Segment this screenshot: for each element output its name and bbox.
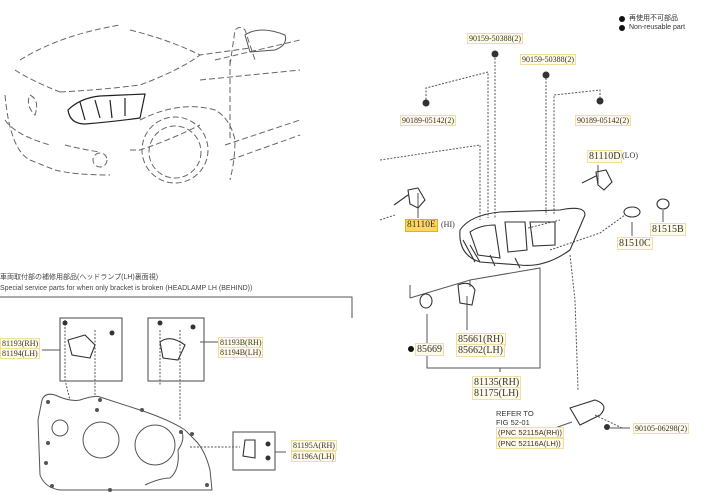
part-label-81110d[interactable]: 81110D [587, 150, 623, 163]
refer-note-line: FIG 52-01 [496, 418, 530, 427]
part-label-81515b[interactable]: 81515B [650, 223, 686, 236]
part-label-85669[interactable]: 85669 [415, 343, 444, 356]
headlamp-back-panel [37, 393, 213, 491]
part-label-81195a-rh[interactable]: 81195A(RH) [291, 440, 337, 451]
legend-item-jp: 再使用不可部品 [619, 14, 685, 23]
part-label-81196a-lh[interactable]: 81196A(LH) [291, 451, 337, 462]
leader-lines [64, 58, 626, 448]
refer-note: REFER TO FIG 52-01 (PNC 52115A(RH)) (PNC… [496, 409, 565, 449]
bulbs [67, 169, 670, 459]
panel-fasteners [44, 398, 209, 492]
bracket-lines [0, 165, 664, 453]
legend-label: Non-reusable part [629, 24, 686, 31]
part-label-90189-05142-left[interactable]: 90189-05142(2) [400, 115, 456, 126]
part-label-90159-50388-left[interactable]: 90159-50388(2) [467, 33, 523, 44]
section-caption-jp: 車両取付部の補修用部品(ヘッドランプ(LH)裏面視) [0, 274, 159, 281]
non-reusable-dot-icon [619, 24, 625, 31]
part-suffix-hi: (HI) [441, 220, 455, 229]
inset-boxes [59, 317, 276, 471]
headlamp-on-car [67, 93, 146, 125]
part-suffix-lo: (LO) [622, 151, 638, 160]
legend-item-en: Non-reusable part [619, 23, 685, 32]
part-label-81510c[interactable]: 81510C [617, 237, 653, 250]
refer-note-line: REFER TO [496, 409, 534, 418]
part-label-90159-50388-right[interactable]: 90159-50388(2) [520, 54, 576, 65]
non-reusable-dot-icon [408, 346, 414, 352]
legend: 再使用不可部品 Non-reusable part [619, 14, 685, 32]
headlamp-assembly [459, 207, 586, 269]
part-label-90105-06298[interactable]: 90105-06298(2) [633, 423, 689, 434]
part-label-81194b-lh[interactable]: 81194B(LH) [218, 347, 264, 358]
part-label-81194-lh[interactable]: 81194(LH) [0, 348, 40, 359]
refer-note-pnc-rh[interactable]: (PNC 52115A(RH)) [496, 427, 565, 438]
part-label-85662-lh[interactable]: 85662(LH) [456, 344, 505, 357]
part-label-81175-lh[interactable]: 81175(LH) [472, 387, 521, 400]
car-front-illustration [4, 24, 301, 184]
non-reusable-dot-icon [619, 15, 625, 22]
part-label-81110e[interactable]: 81110E [405, 219, 438, 232]
legend-label: 再使用不可部品 [629, 15, 678, 22]
section-caption-en: Special service parts for when only brac… [0, 285, 253, 292]
part-label-90189-05142-right[interactable]: 90189-05142(2) [575, 115, 631, 126]
fasteners [62, 50, 610, 461]
refer-note-pnc-lh[interactable]: (PNC 52116A(LH)) [496, 438, 565, 449]
